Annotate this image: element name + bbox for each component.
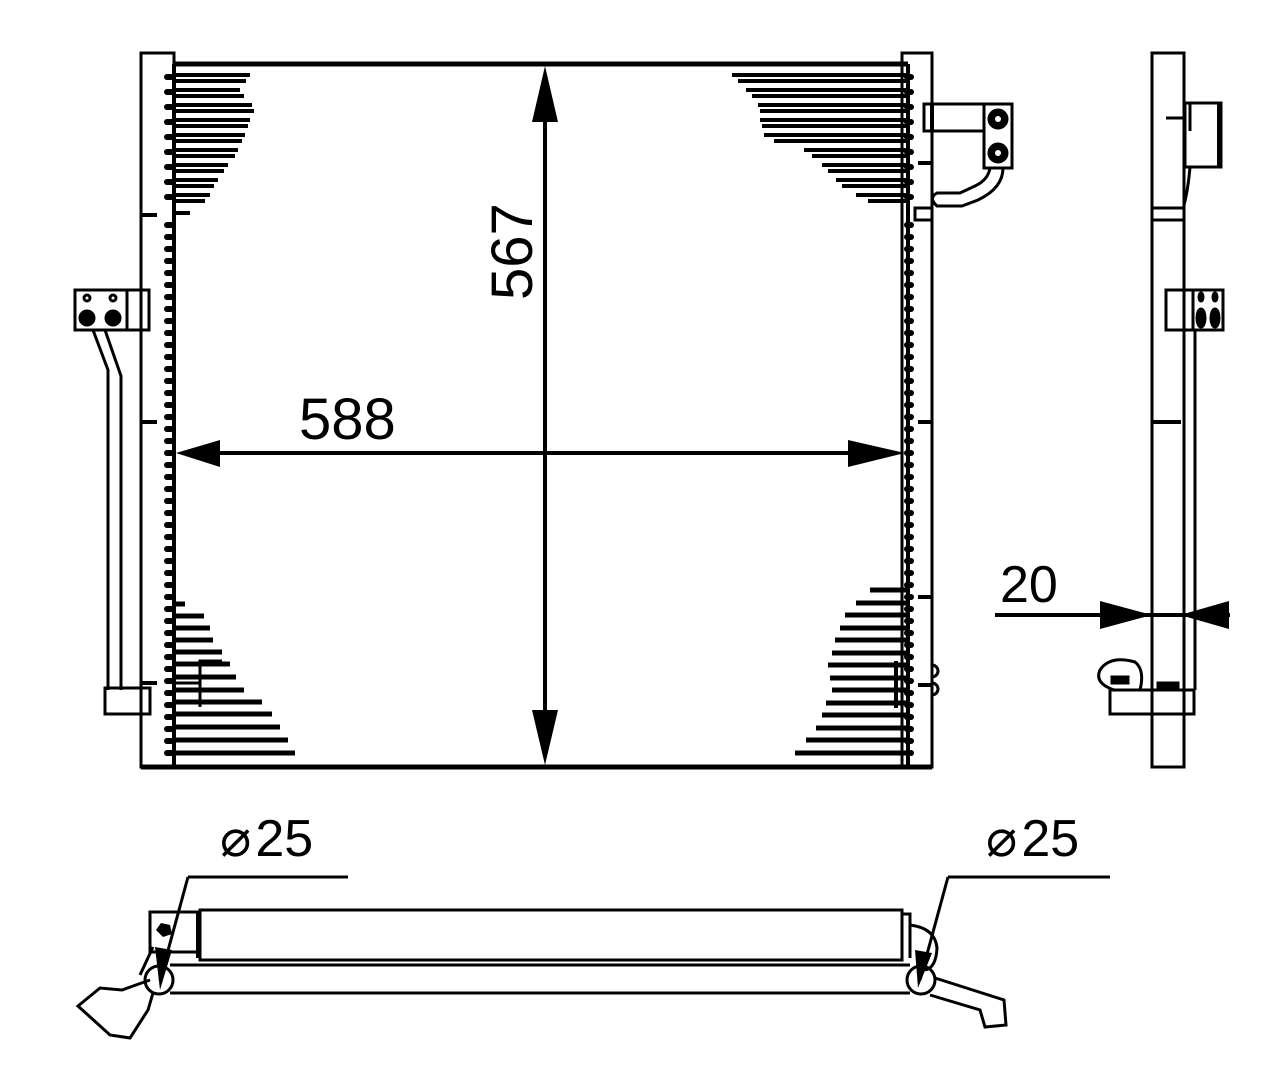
height-dimension-label: 567 (480, 203, 545, 300)
bracket-bottom-left (174, 659, 222, 707)
height-dimension-line (532, 66, 558, 765)
diameter-symbol-icon: ⌀ (220, 809, 252, 869)
fins-top-left (174, 73, 254, 215)
depth-dimension-line (995, 601, 1230, 629)
left-outlet-fitting (73, 288, 152, 716)
fins-bottom-right (795, 587, 908, 756)
width-dimension-label: 588 (299, 387, 396, 452)
side-view (995, 51, 1230, 769)
pipe-diameter-right-value: 25 (1021, 810, 1080, 868)
right-inlet-fitting (913, 102, 1014, 222)
right-tube-ends (904, 74, 914, 756)
bottom-view (75, 875, 1110, 1040)
left-tube-ends (164, 74, 176, 756)
pipe-leader-right (915, 875, 1110, 988)
front-view (73, 51, 1014, 770)
pipe-diameter-left-label: ⌀25 (220, 813, 313, 865)
width-dimension-line (176, 440, 905, 467)
depth-dimension-label: 20 (1000, 556, 1058, 614)
fins-bottom-left (174, 601, 295, 756)
pipe-leader-left (155, 875, 348, 990)
pipe-diameter-right-label: ⌀25 (986, 813, 1079, 865)
diameter-symbol-icon: ⌀ (986, 809, 1018, 869)
fins-top-right (732, 73, 908, 203)
pipe-diameter-left-value: 25 (255, 810, 314, 868)
